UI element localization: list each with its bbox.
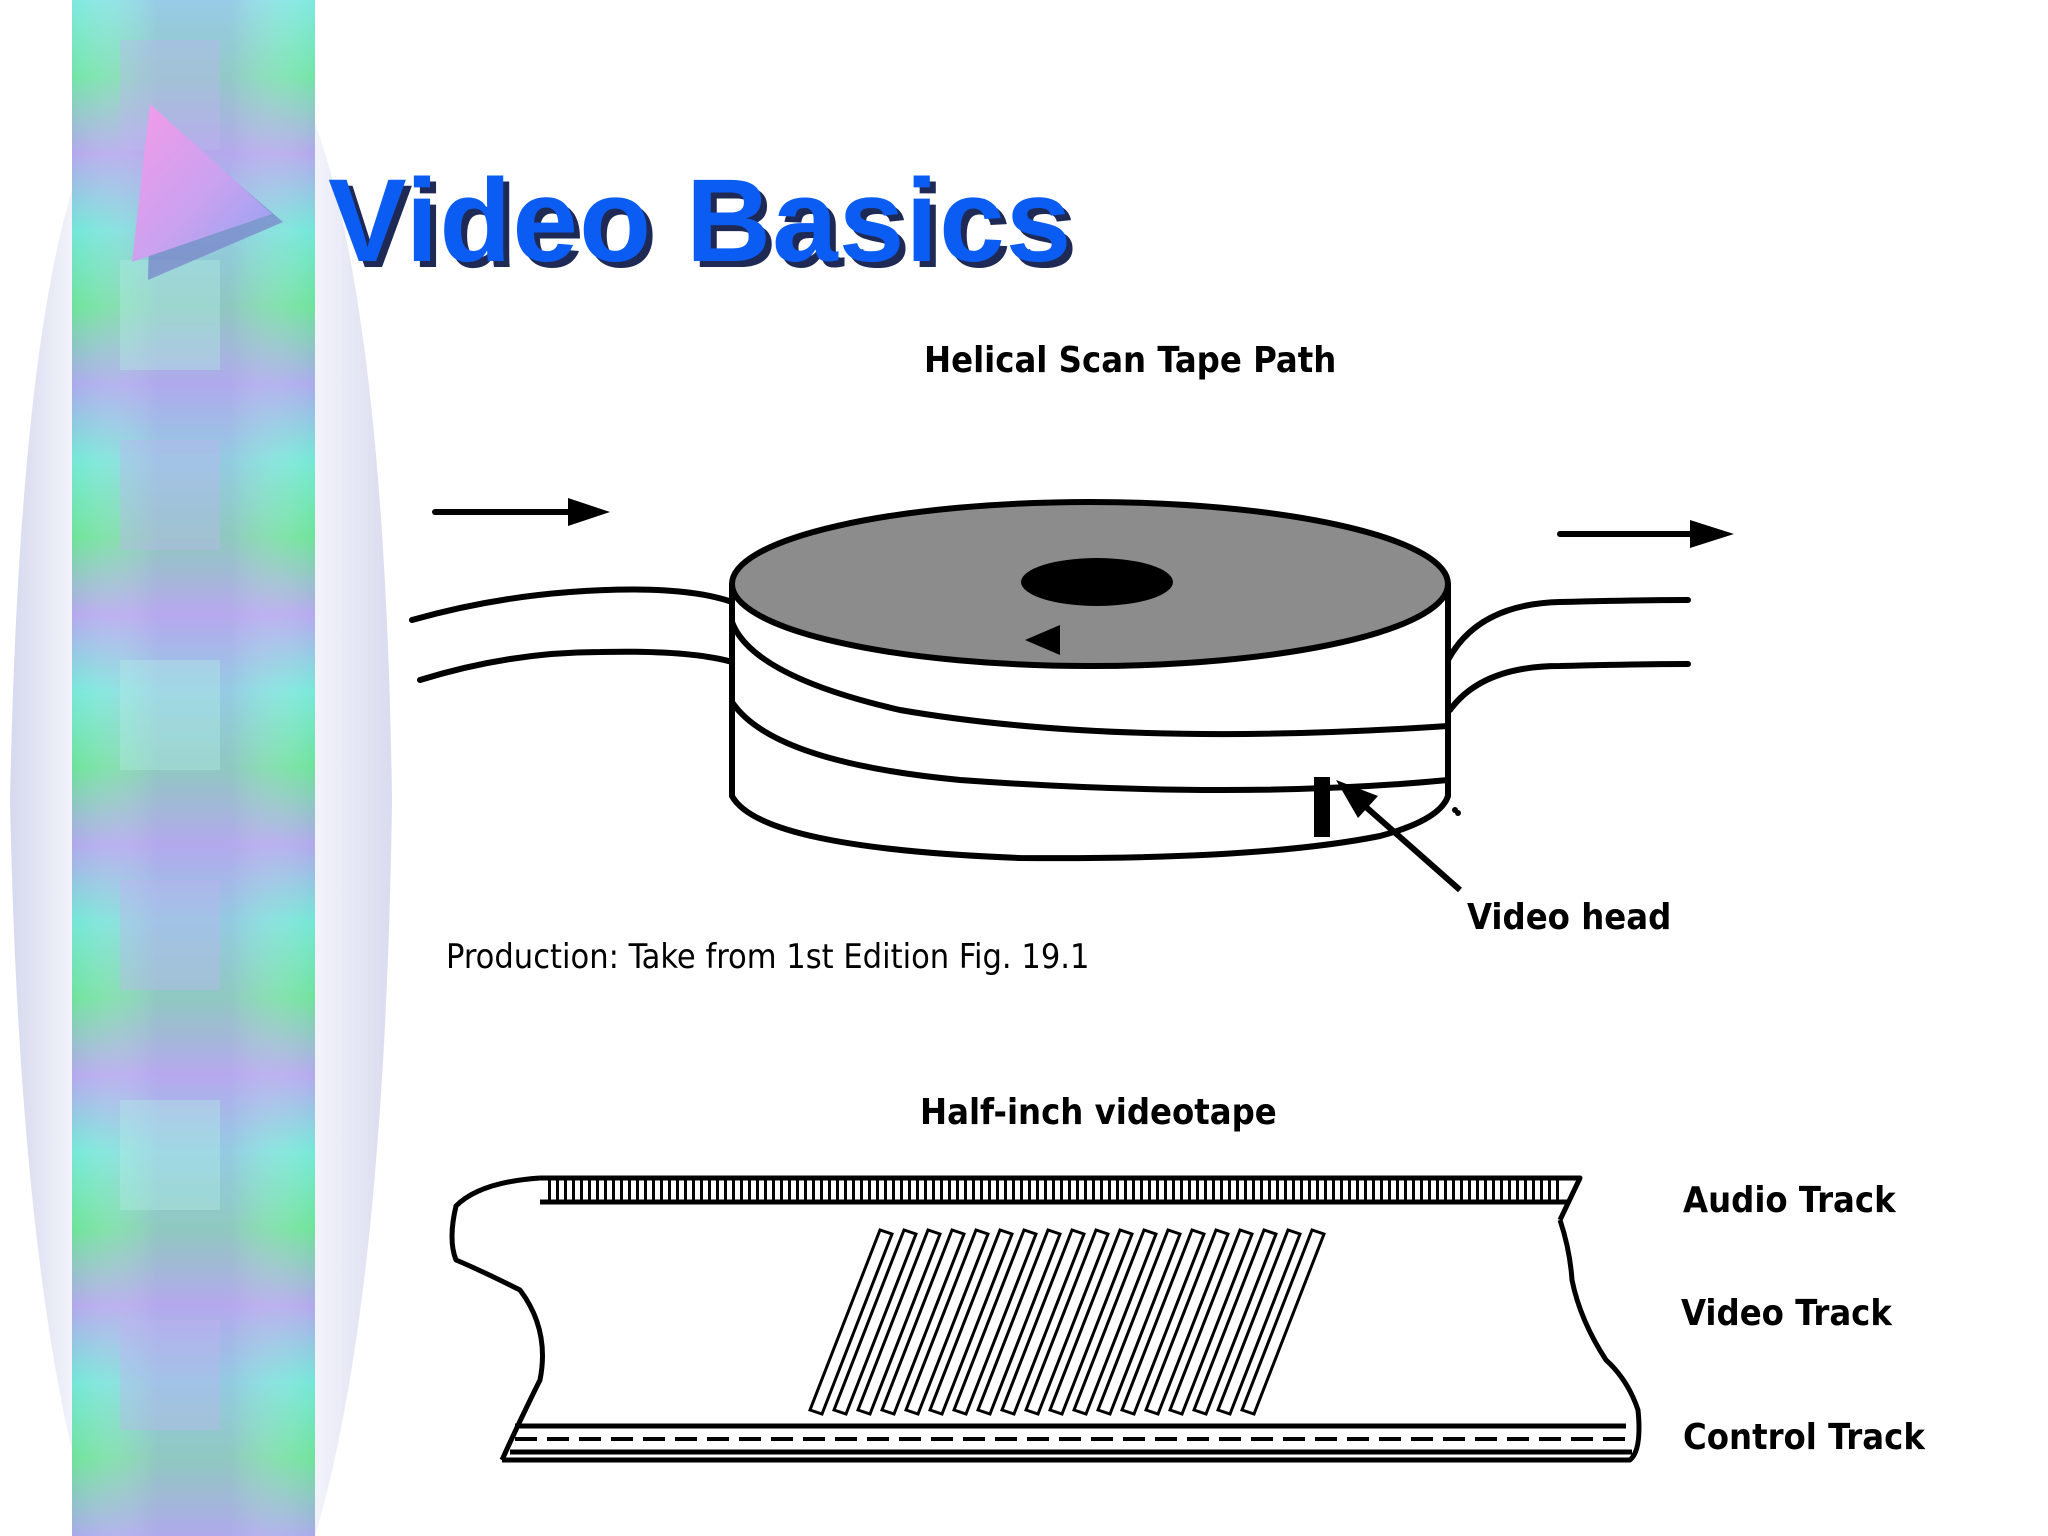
video-track-stripe <box>880 1228 966 1416</box>
video-head <box>1314 777 1330 837</box>
video-track-stripe <box>832 1228 918 1416</box>
video-track-stripe <box>1168 1228 1254 1416</box>
helical-diagram-heading: Helical Scan Tape Path <box>924 340 1337 381</box>
video-track-stripe <box>1048 1228 1134 1416</box>
video-track-stripe <box>808 1228 894 1416</box>
figure-credit: Production: Take from 1st Edition Fig. 1… <box>446 937 1090 977</box>
play-triangle-icon <box>132 104 283 280</box>
slide-title: Video Basics <box>328 155 1073 287</box>
track-label-audio: Audio Track <box>1683 1180 1896 1221</box>
track-label-video: Video Track <box>1681 1293 1892 1334</box>
video-track-stripe <box>1120 1228 1206 1416</box>
video-track-stripe <box>1072 1228 1158 1416</box>
videotape-tracks-diagram <box>449 1175 1642 1463</box>
video-track-stripe <box>952 1228 1038 1416</box>
video-head-label: Video head <box>1467 897 1672 938</box>
video-track-stripe <box>1024 1228 1110 1416</box>
video-track-stripe <box>1144 1228 1230 1416</box>
video-track-stripe <box>976 1228 1062 1416</box>
decorative-side-strip <box>10 0 392 1536</box>
video-track-stripe <box>856 1228 942 1416</box>
video-track-stripes <box>808 1228 1326 1416</box>
video-track-stripe <box>1000 1228 1086 1416</box>
tape-diagram-heading: Half-inch videotape <box>920 1092 1277 1133</box>
video-track-stripe <box>904 1228 990 1416</box>
video-track-stripe <box>1192 1228 1278 1416</box>
drum-spindle <box>1021 558 1173 606</box>
helical-scan-drum-diagram <box>409 498 1734 893</box>
track-label-control: Control Track <box>1683 1417 1925 1458</box>
video-track-stripe <box>1096 1228 1182 1416</box>
video-track-stripe <box>1216 1228 1302 1416</box>
video-track-stripe <box>1240 1228 1326 1416</box>
video-track-stripe <box>928 1228 1014 1416</box>
